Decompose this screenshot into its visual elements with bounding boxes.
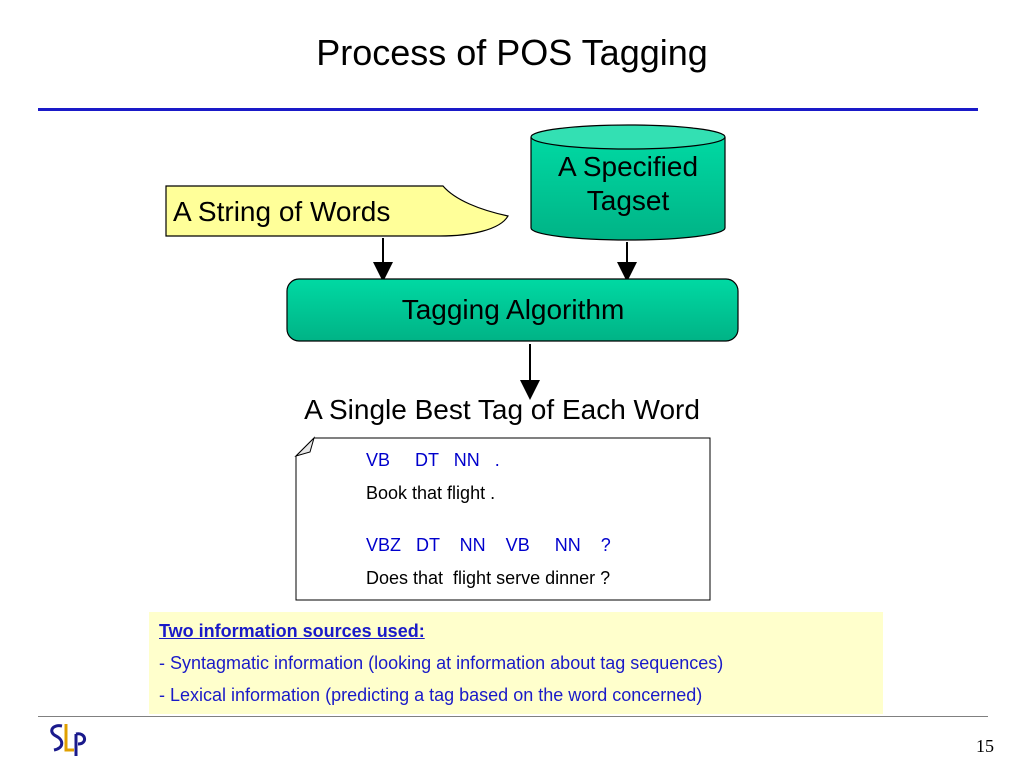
slp-logo-icon — [50, 724, 86, 756]
example-2-tags: VBZ DT NN VB NN ? — [366, 535, 611, 555]
example-1-words: Book that flight . — [366, 483, 496, 503]
page-number: 15 — [976, 736, 994, 756]
info-line-syntagmatic: - Syntagmatic information (looking at in… — [159, 653, 724, 673]
info-heading: Two information sources used: — [159, 621, 425, 641]
input-words-shape — [165, 185, 509, 237]
algorithm-box — [286, 278, 739, 342]
slide-title: Process of POS Tagging — [316, 32, 708, 73]
algorithm-label: Tagging Algorithm — [401, 294, 625, 325]
info-box — [149, 612, 883, 714]
folded-corner-icon — [294, 436, 316, 458]
output-label: A Single Best Tag of Each Word — [304, 394, 700, 425]
example-1-tags: VB DT NN . — [366, 450, 500, 470]
input-words-label: A String of Words — [173, 196, 391, 227]
example-2-words: Does that flight serve dinner ? — [366, 568, 611, 588]
title-divider — [38, 108, 978, 111]
tagset-label: A Specified Tagset — [557, 151, 699, 216]
info-line-lexical: - Lexical information (predicting a tag … — [159, 685, 703, 705]
footer-divider — [38, 716, 988, 717]
tagset-database-icon — [530, 124, 726, 241]
